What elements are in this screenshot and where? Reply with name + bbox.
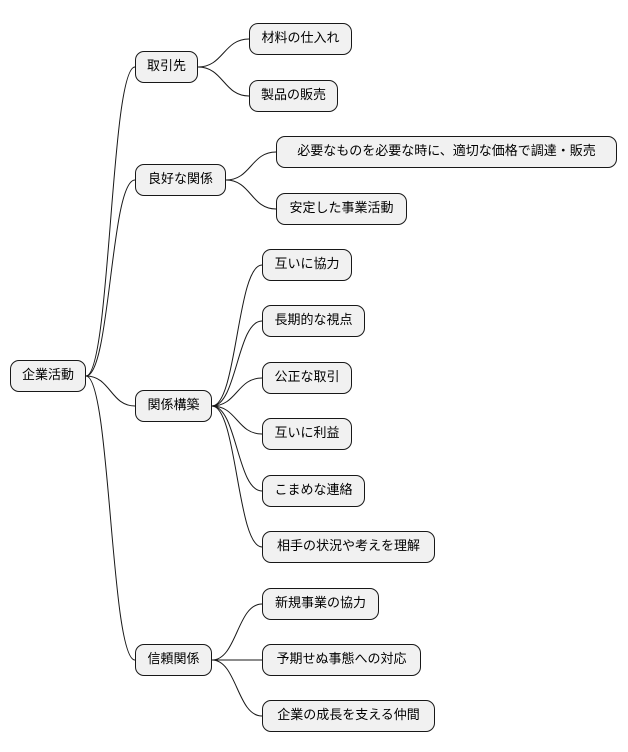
leaf-node-new-business-cooperation: 新規事業の協力 <box>262 588 379 620</box>
connector-13 <box>85 375 136 661</box>
connector-11 <box>211 405 263 492</box>
leaf-node-mutual-benefit: 互いに利益 <box>262 418 352 450</box>
connector-9 <box>211 377 263 407</box>
leaf-node-stable-business: 安定した事業活動 <box>276 193 407 225</box>
leaf-node-material-purchase: 材料の仕入れ <box>249 23 352 55</box>
connector-0 <box>85 66 136 377</box>
connector-10 <box>211 405 263 435</box>
branch-node-partners: 取引先 <box>135 51 198 83</box>
leaf-node-mutual-cooperation: 互いに協力 <box>262 249 352 281</box>
connector-5 <box>225 179 277 210</box>
branch-node-relationship-building: 関係構築 <box>135 390 212 422</box>
leaf-node-fair-trade: 公正な取引 <box>262 362 352 394</box>
connector-4 <box>225 151 277 181</box>
connector-14 <box>211 603 263 661</box>
root-node: 企業活動 <box>10 360 86 392</box>
connector-1 <box>197 38 250 68</box>
leaf-node-product-sales: 製品の販売 <box>249 80 338 112</box>
connector-6 <box>85 375 136 407</box>
connector-8 <box>211 320 263 407</box>
connector-12 <box>211 405 263 548</box>
connector-2 <box>197 66 250 97</box>
branch-node-good-relations: 良好な関係 <box>135 164 226 196</box>
leaf-node-frequent-contact: こまめな連絡 <box>262 475 365 507</box>
connector-3 <box>85 179 136 377</box>
connector-7 <box>211 264 263 407</box>
leaf-node-timely-procurement: 必要なものを必要な時に、適切な価格で調達・販売 <box>276 136 617 168</box>
leaf-node-long-term-view: 長期的な視点 <box>262 305 365 337</box>
leaf-node-unexpected-situations: 予期せぬ事態への対応 <box>262 644 421 676</box>
connector-16 <box>211 659 263 717</box>
leaf-node-understand-partner: 相手の状況や考えを理解 <box>262 531 435 563</box>
branch-node-trust: 信頼関係 <box>135 644 212 676</box>
leaf-node-growth-partners: 企業の成長を支える仲間 <box>262 700 435 732</box>
